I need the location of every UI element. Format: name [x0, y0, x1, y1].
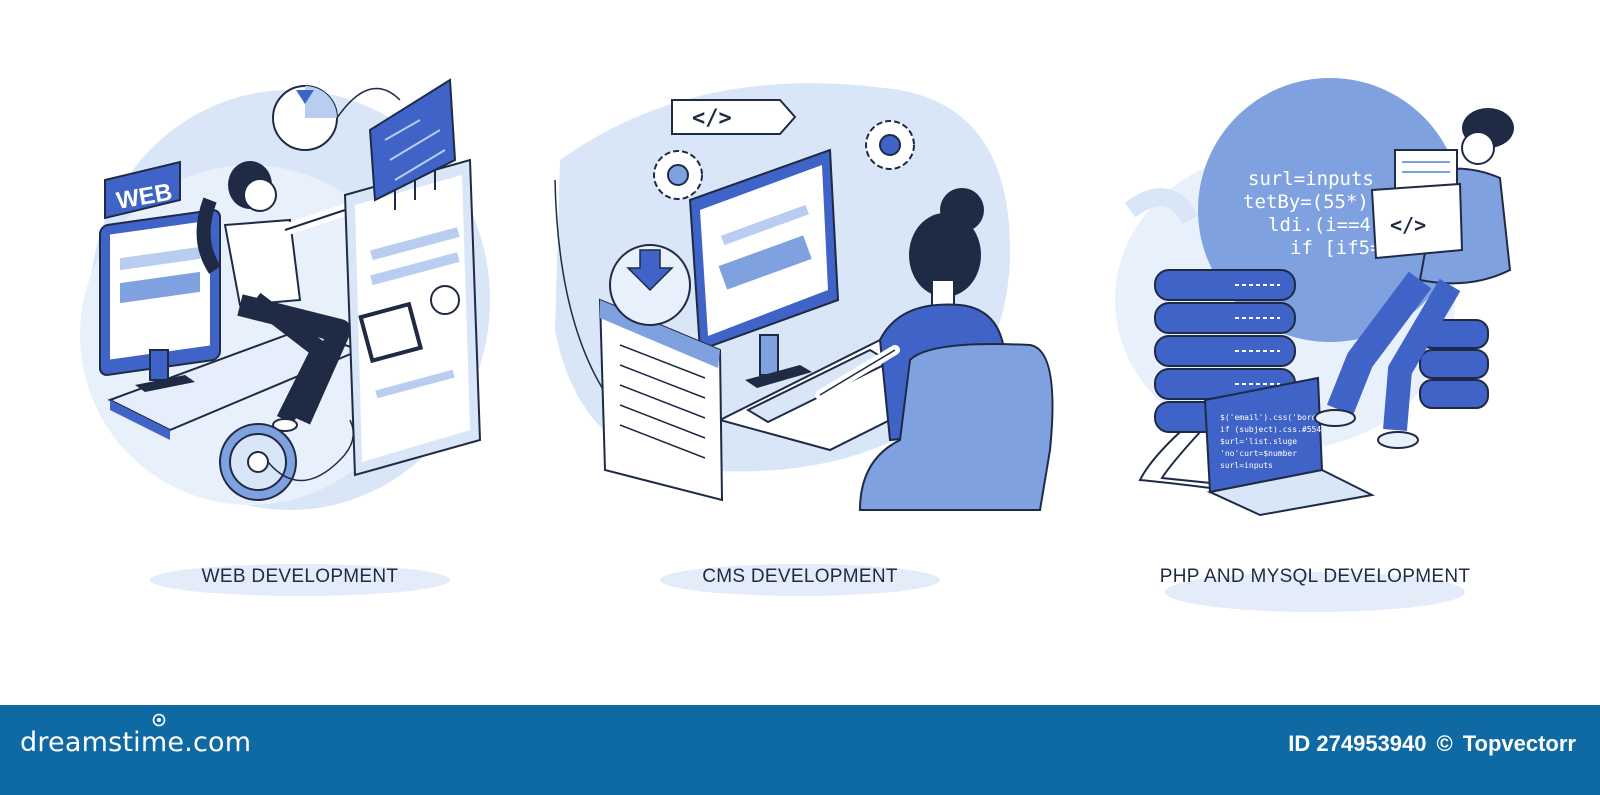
laptop-code-line: if (subject).css.#554: [1220, 425, 1321, 434]
caption-shadow: [1165, 572, 1465, 612]
laptop-code-line: 'no'curt=$number: [1220, 449, 1297, 458]
laptop-code-line: surl=inputs: [1220, 461, 1273, 470]
code-line: ldi.(i==4): [1268, 214, 1382, 236]
code-line: if [if5=]: [1290, 237, 1393, 259]
dreamstime-logo-icon: [152, 713, 166, 727]
woman-developer: [196, 161, 366, 432]
caption-shadow: [150, 564, 450, 596]
web-monitor: [99, 209, 221, 392]
code-tag: </>: [671, 99, 797, 135]
web-screen-label: WEB: [104, 160, 181, 220]
brand-logo[interactable]: dreamstime.com: [20, 713, 252, 758]
caption-cms-development: CMS DEVELOPMENT: [702, 566, 898, 587]
footer-bar: dreamstime.com ID 274953940 © Topvectorr: [0, 705, 1600, 795]
code-tag-text: </>: [692, 106, 732, 131]
office-chair: [858, 343, 1054, 511]
cms-monitor: [688, 148, 840, 388]
document-sheet: [598, 244, 724, 502]
author-name[interactable]: Topvectorr: [1462, 731, 1576, 756]
code-folder: </>: [1370, 149, 1464, 260]
laptop-code-line: $url='list.sluge: [1220, 437, 1297, 446]
caption-php-mysql-development: PHP AND MYSQL DEVELOPMENT: [1159, 566, 1471, 587]
image-credit: ID 274953940 © Topvectorr: [1288, 731, 1576, 757]
image-id: ID 274953940: [1288, 731, 1427, 756]
man-developer: [1314, 108, 1514, 449]
gear-icon: [653, 150, 703, 200]
folder-tag-text: </>: [1390, 213, 1426, 237]
database-server-stack: [1419, 319, 1489, 409]
brand-text: dreamstime.com: [20, 727, 252, 758]
copyright-icon: ©: [1436, 731, 1453, 756]
circuit-board: [368, 78, 457, 210]
gear-icon: [865, 120, 915, 170]
gear-icon: [219, 419, 355, 501]
illustration-svg: WEB: [80, 78, 1514, 612]
laptop-code-line: $('email').css('border'): [1220, 413, 1336, 422]
code-snippet: surl=inputs tetBy=(55*) ldi.(i==4) if [i…: [1243, 168, 1393, 259]
code-line: surl=inputs: [1248, 168, 1374, 190]
caption-web-development: WEB DEVELOPMENT: [201, 566, 399, 587]
panel-web-development-art: WEB: [80, 78, 490, 510]
illustration-scene: WEB: [80, 78, 1514, 612]
panel-php-mysql-art: surl=inputs tetBy=(55*) ldi.(i==4) if [i…: [1115, 78, 1514, 517]
clock-icon: [272, 85, 401, 151]
laptop: $('email').css('border') if (subject).cs…: [1203, 376, 1376, 517]
caption-shadow: [660, 564, 940, 596]
code-line: tetBy=(55*): [1243, 191, 1369, 213]
web-tablet: [343, 158, 482, 477]
panel-cms-development-art: </>: [554, 83, 1054, 511]
